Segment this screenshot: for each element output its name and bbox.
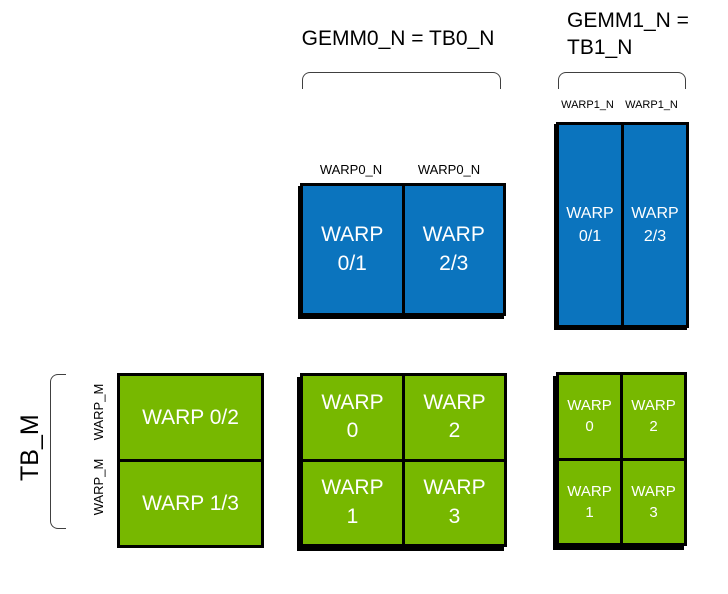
gemm0-warp-quad-grid: WARP 0 WARP 2 WARP 1 WARP 3 (300, 373, 507, 547)
gemm1-n-title: GEMM1_N = TB1_N (567, 9, 689, 60)
warp-tile: WARP 2 (623, 375, 684, 458)
gemm1-warp-tile-grid: WARP 0/1 WARP 2/3 (556, 122, 689, 328)
tb-m-warp-row-grid: WARP 0/2 WARP 1/3 (117, 373, 264, 548)
gemm0-warp-tile-grid: WARP 0/1 WARP 2/3 (300, 183, 506, 316)
warp-m-label-bottom: WARP_M (91, 458, 106, 516)
warp-tile: WARP 1/3 (120, 462, 261, 545)
gemm0-n-title: GEMM0_N = TB0_N (301, 27, 495, 50)
warp1-n-label-right: WARP1_N (625, 99, 678, 111)
tb-m-label: TB_M (16, 414, 44, 481)
warp-tile: WARP 2/3 (404, 186, 503, 313)
warp-tile: WARP 0/1 (559, 125, 621, 325)
gemm1-n-bracket (558, 72, 686, 89)
warp-tile: WARP 0 (559, 375, 620, 458)
warp-tile: WARP 3 (623, 460, 684, 543)
warp-tile: WARP 0 (303, 376, 402, 459)
warp-tile: WARP 3 (405, 461, 504, 544)
tb-m-bracket (50, 374, 66, 529)
warp0-n-label-right: WARP0_N (417, 162, 481, 177)
gemm1-warp-quad-grid: WARP 0 WARP 2 WARP 1 WARP 3 (556, 372, 687, 546)
warp-tile: WARP 1 (303, 461, 402, 544)
warp-tile: WARP 0/2 (120, 376, 261, 459)
gemm0-n-bracket (302, 72, 501, 89)
warp-tile: WARP 1 (559, 460, 620, 543)
warp-tile: WARP 2/3 (624, 125, 686, 325)
warp1-n-label-left: WARP1_N (561, 99, 614, 111)
warp0-n-label-left: WARP0_N (319, 162, 383, 177)
warp-tile: WARP 0/1 (303, 186, 402, 313)
warp-tile: WARP 2 (405, 376, 504, 459)
warp-m-label-top: WARP_M (91, 383, 106, 441)
